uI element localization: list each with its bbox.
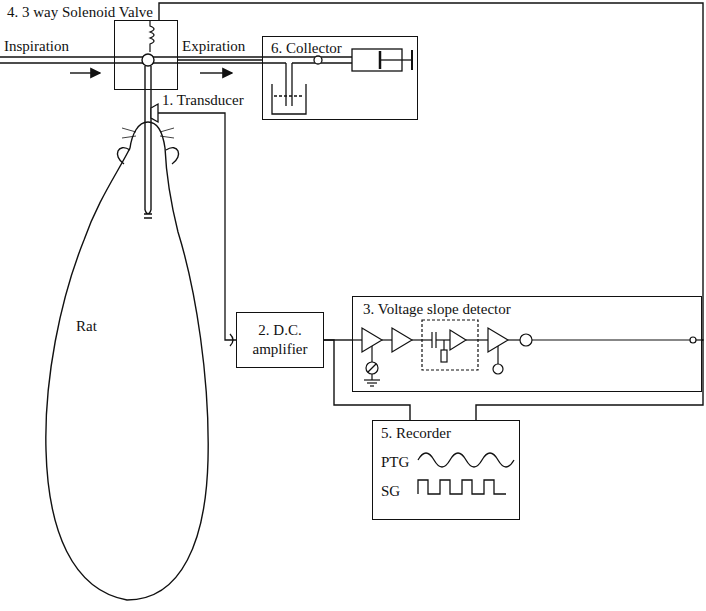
part-heading: 6. Collector: [271, 40, 342, 57]
collector-apparatus: [272, 49, 412, 114]
signal-name: PTG: [381, 454, 409, 471]
rat-ear: [117, 148, 178, 164]
airway-tube: [0, 54, 352, 218]
rat-outline-svg: [30, 116, 220, 606]
recorder-trace: [418, 453, 514, 494]
part-heading: 2. D.C. amplifier: [240, 321, 320, 359]
detector-box: 3. Voltage slope detector: [352, 296, 702, 392]
flow-label: Inspiration: [4, 38, 69, 55]
recorder-box: 5. RecorderPTG SG: [372, 420, 520, 520]
part-heading: 4. 3 way Solenoid Valve: [7, 4, 153, 21]
animal-label: Rat: [76, 318, 97, 335]
rat-outline: Rat: [30, 116, 220, 606]
signal-wire: [159, 3, 703, 340]
signal-name: SG: [381, 483, 400, 500]
solenoid-valve: 4. 3 way Solenoid Valve: [114, 20, 178, 90]
slope-detector-circuit: [352, 320, 702, 386]
flow-arrow: [70, 72, 232, 73]
rat-body: [46, 122, 208, 600]
amplifier-box: 2. D.C. amplifier: [236, 312, 324, 368]
rat-whisker: [122, 128, 174, 138]
flow-label: Expiration: [182, 38, 245, 55]
collector-box: 6. Collector: [262, 36, 418, 120]
part-heading: 5. Recorder: [381, 425, 451, 442]
signal-wire: [476, 340, 703, 420]
part-heading: 3. Voltage slope detector: [363, 301, 511, 318]
signal-wire: [324, 340, 410, 420]
signal-wire: [178, 59, 262, 60]
solenoid-coil: [150, 20, 154, 52]
callout-label: 1. Transducer: [162, 92, 244, 109]
